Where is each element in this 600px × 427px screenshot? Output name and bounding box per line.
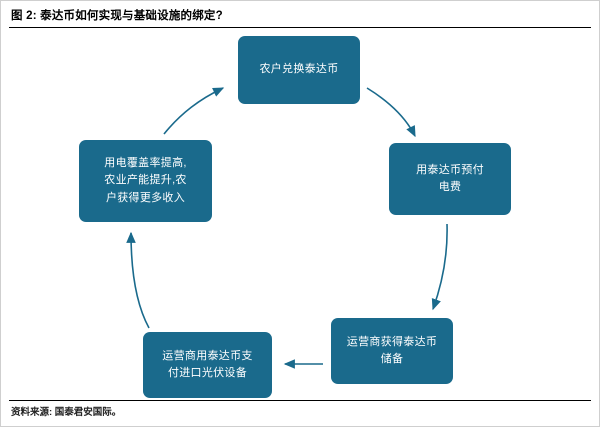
node-bottomleft-label-line2: 付进口光伏设备 [167, 367, 248, 379]
node-prepay-electricity[interactable]: 用泰达币预付 电费 [389, 143, 511, 215]
node-operator-import-pv[interactable]: 运营商用泰达币支 付进口光伏设备 [143, 332, 272, 398]
node-left-label-line2: 农业产能提升,农 [104, 174, 187, 187]
node-left-label-line1: 用电覆盖率提高, [104, 157, 187, 170]
node-right-label-line1: 用泰达币预付 [416, 163, 484, 176]
node-bottomright-label-line2: 储备 [380, 353, 404, 365]
page-title: 图 2: 泰达币如何实现与基础设施的绑定? [11, 10, 223, 22]
diagram-canvas: 农户兑换泰达币 用泰达币预付 电费 运营商获得泰达币 储备 运营商用泰达币支 付… [1, 28, 599, 400]
arrow-top-to-right [366, 87, 416, 138]
figure-title-bar: 图 2: 泰达币如何实现与基础设施的绑定? [1, 1, 599, 28]
footer-divider [9, 400, 591, 401]
arrow-left-to-top [163, 87, 225, 135]
diagram-arrows [126, 87, 448, 369]
node-electricity-coverage-income[interactable]: 用电覆盖率提高, 农业产能提升,农 户获得更多收入 [79, 140, 212, 222]
node-bottomright-label-line1: 运营商获得泰达币 [346, 335, 438, 348]
node-right-label-line2: 电费 [438, 181, 462, 193]
node-operator-reserve[interactable]: 运营商获得泰达币 储备 [331, 318, 453, 384]
node-top-label: 农户兑换泰达币 [259, 63, 339, 76]
node-bottomleft-label-line1: 运营商用泰达币支 [162, 349, 253, 362]
node-farmer-exchange[interactable]: 农户兑换泰达币 [238, 36, 360, 104]
arrow-bottomleft-to-left [126, 231, 150, 329]
source-note: 资料来源: 国泰君安国际。 [11, 407, 122, 418]
node-left-label-line3: 户获得更多收入 [105, 191, 186, 204]
arrow-right-to-bottomright [431, 223, 448, 311]
title-divider [9, 27, 591, 28]
